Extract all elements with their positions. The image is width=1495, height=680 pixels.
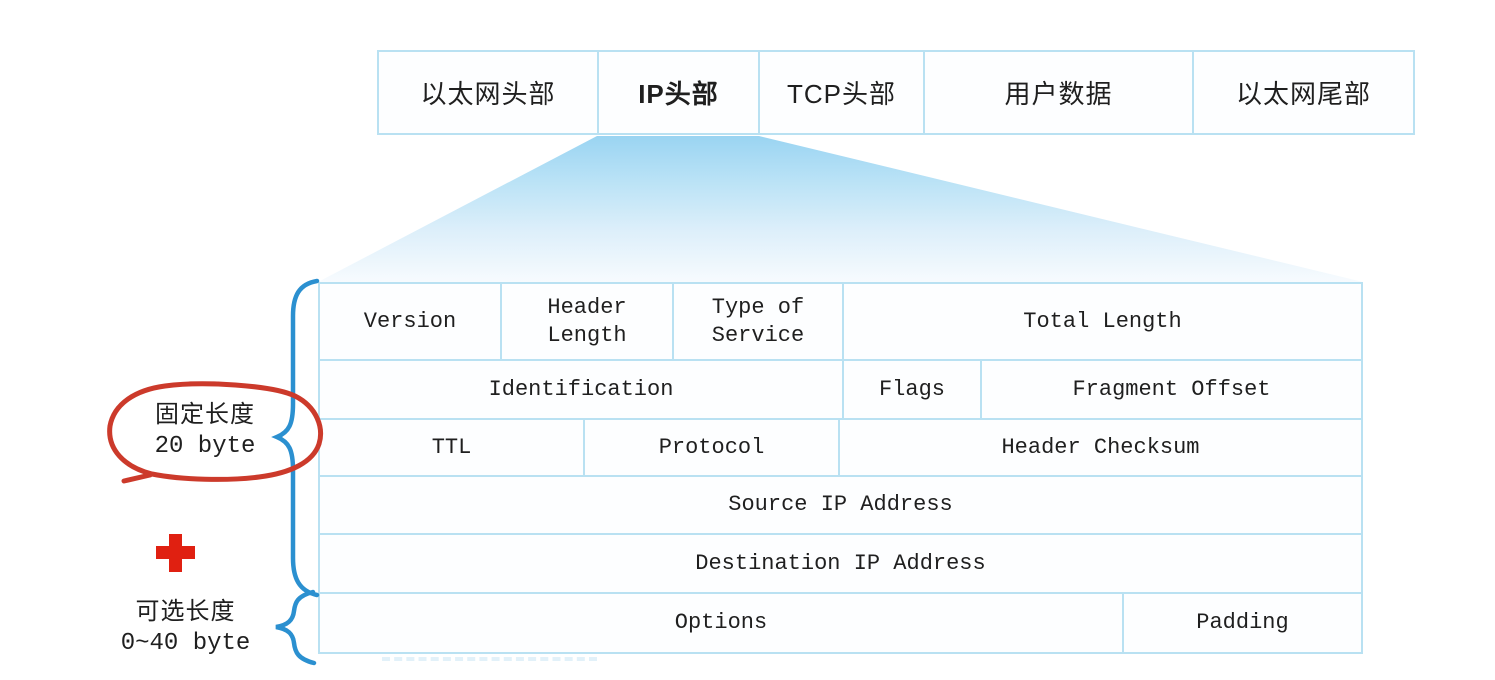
table-row: Version Header Length Type of Service To… [320, 284, 1361, 361]
table-cell-identification: Identification [320, 361, 844, 418]
table-cell-protocol: Protocol [585, 420, 840, 475]
table-cell-flags: Flags [844, 361, 982, 418]
optional-length-label: 可选长度 0~40 byte [88, 596, 283, 661]
frame-cell-ethernet-trailer: 以太网尾部 [1194, 52, 1413, 133]
table-row: TTL Protocol Header Checksum [320, 420, 1361, 477]
table-cell-version: Version [320, 284, 502, 359]
red-plus-icon [156, 534, 195, 572]
table-cell-source-ip: Source IP Address [728, 492, 953, 518]
faint-dashed-line [382, 657, 597, 661]
optional-length-text: 可选长度 [135, 598, 236, 625]
frame-cell-ip-header: IP头部 [599, 52, 760, 133]
table-row: Source IP Address [320, 477, 1361, 535]
table-cell-type-of-service: Type of Service [674, 284, 844, 359]
frame-cell-tcp-header: TCP头部 [760, 52, 925, 133]
fixed-length-text: 固定长度 [155, 401, 255, 428]
frame-cell-user-data: 用户数据 [925, 52, 1194, 133]
funnel-shape [318, 136, 1363, 282]
frame-cell-ethernet-header: 以太网头部 [379, 52, 599, 133]
table-cell-destination-ip: Destination IP Address [695, 550, 986, 576]
table-row: Destination IP Address [320, 535, 1361, 594]
ip-header-table: Version Header Length Type of Service To… [318, 282, 1363, 654]
red-circle-tail [121, 472, 153, 484]
fixed-length-bytes: 20 byte [154, 433, 256, 461]
table-row: Options Padding [320, 594, 1361, 652]
table-cell-header-checksum: Header Checksum [1001, 434, 1200, 460]
frame-row: 以太网头部 IP头部 TCP头部 用户数据 以太网尾部 [377, 50, 1415, 135]
table-cell-fragment-offset: Fragment Offset [1072, 376, 1271, 402]
table-cell-ttl: TTL [320, 420, 585, 475]
table-cell-total-length: Total Length [1023, 308, 1182, 334]
table-cell-header-length: Header Length [502, 284, 674, 359]
fixed-length-label: 固定长度 20 byte [110, 399, 300, 464]
table-cell-options: Options [320, 594, 1124, 652]
table-cell-padding: Padding [1196, 610, 1289, 636]
optional-length-bytes: 0~40 byte [120, 630, 251, 658]
table-row: Identification Flags Fragment Offset [320, 361, 1361, 420]
